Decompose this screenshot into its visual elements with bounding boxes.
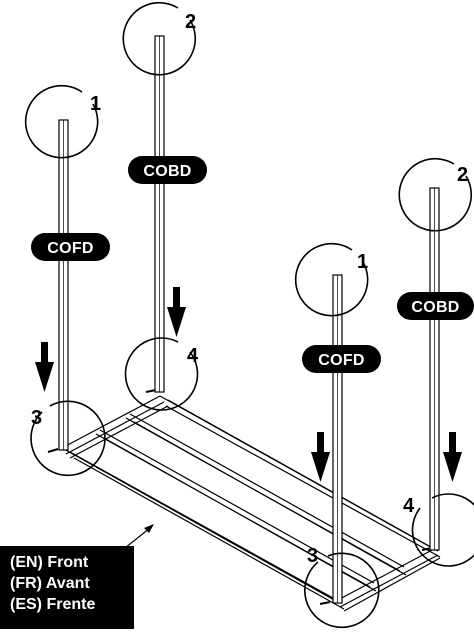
- part-pill-back-left: COBD: [128, 156, 207, 184]
- screw-front-right: [319, 601, 331, 605]
- part-pill-back-right: COBD: [397, 292, 474, 320]
- front-label-en: (EN) Front: [10, 554, 89, 571]
- legs: [58, 35, 440, 604]
- callout-number: 2: [185, 11, 196, 33]
- down-arrow-icon: [35, 342, 54, 392]
- part-pills: COBD COFD COBD COFD: [31, 156, 474, 373]
- screw-front-left: [47, 448, 59, 453]
- front-orientation-label: (EN) Front (FR) Avant (ES) Frente: [0, 546, 134, 629]
- callout-circle-1-front-left: [24, 84, 99, 159]
- down-arrows: [35, 287, 462, 482]
- callout-number: 1: [357, 251, 368, 273]
- rail-inner-2: [125, 413, 407, 576]
- callout-circle-1-front-right: [294, 242, 369, 317]
- rail-inner-1: [95, 429, 377, 592]
- callout-circle-2-back-left: [122, 1, 197, 76]
- callout-circle-3-front-right: [304, 552, 380, 629]
- callout-circle-4-back-left: [124, 337, 199, 411]
- callout-circle-3-front-left: [30, 400, 106, 477]
- down-arrow-icon: [167, 287, 186, 337]
- down-arrow-icon: [443, 432, 462, 482]
- rail-right-short: [335, 548, 441, 612]
- rail-front-long: [61, 447, 345, 610]
- front-label-es: (ES) Frente: [10, 596, 96, 613]
- part-code: COBD: [143, 163, 191, 180]
- part-pill-front-right: COFD: [302, 345, 381, 373]
- leg-front-left: [58, 119, 69, 451]
- leg-back-left: [154, 35, 165, 393]
- callout-number: 4: [403, 495, 415, 517]
- down-arrow-icon: [311, 432, 330, 482]
- callout-circle-2-back-right: [398, 157, 473, 232]
- rail-back-long: [159, 395, 441, 558]
- leg-front-right: [332, 274, 343, 604]
- callout-number: 3: [31, 407, 42, 429]
- callout-number: 3: [307, 545, 318, 567]
- callout-number: 4: [187, 345, 199, 367]
- callout-numbers: 2 1 2 1 3 4 3 4: [31, 11, 468, 567]
- base-frame: [47, 389, 441, 612]
- callout-circle-4-back-right: [411, 493, 474, 567]
- callout-circles: [24, 1, 474, 629]
- leg-back-right: [429, 187, 440, 551]
- part-code: COFD: [47, 240, 94, 257]
- callout-number: 1: [90, 93, 101, 115]
- front-label-fr: (FR) Avant: [10, 575, 90, 592]
- part-code: COFD: [318, 352, 365, 369]
- callout-number: 2: [457, 164, 468, 186]
- part-code: COBD: [411, 299, 459, 316]
- part-pill-front-left: COFD: [31, 233, 110, 261]
- screw-back-left: [145, 389, 157, 393]
